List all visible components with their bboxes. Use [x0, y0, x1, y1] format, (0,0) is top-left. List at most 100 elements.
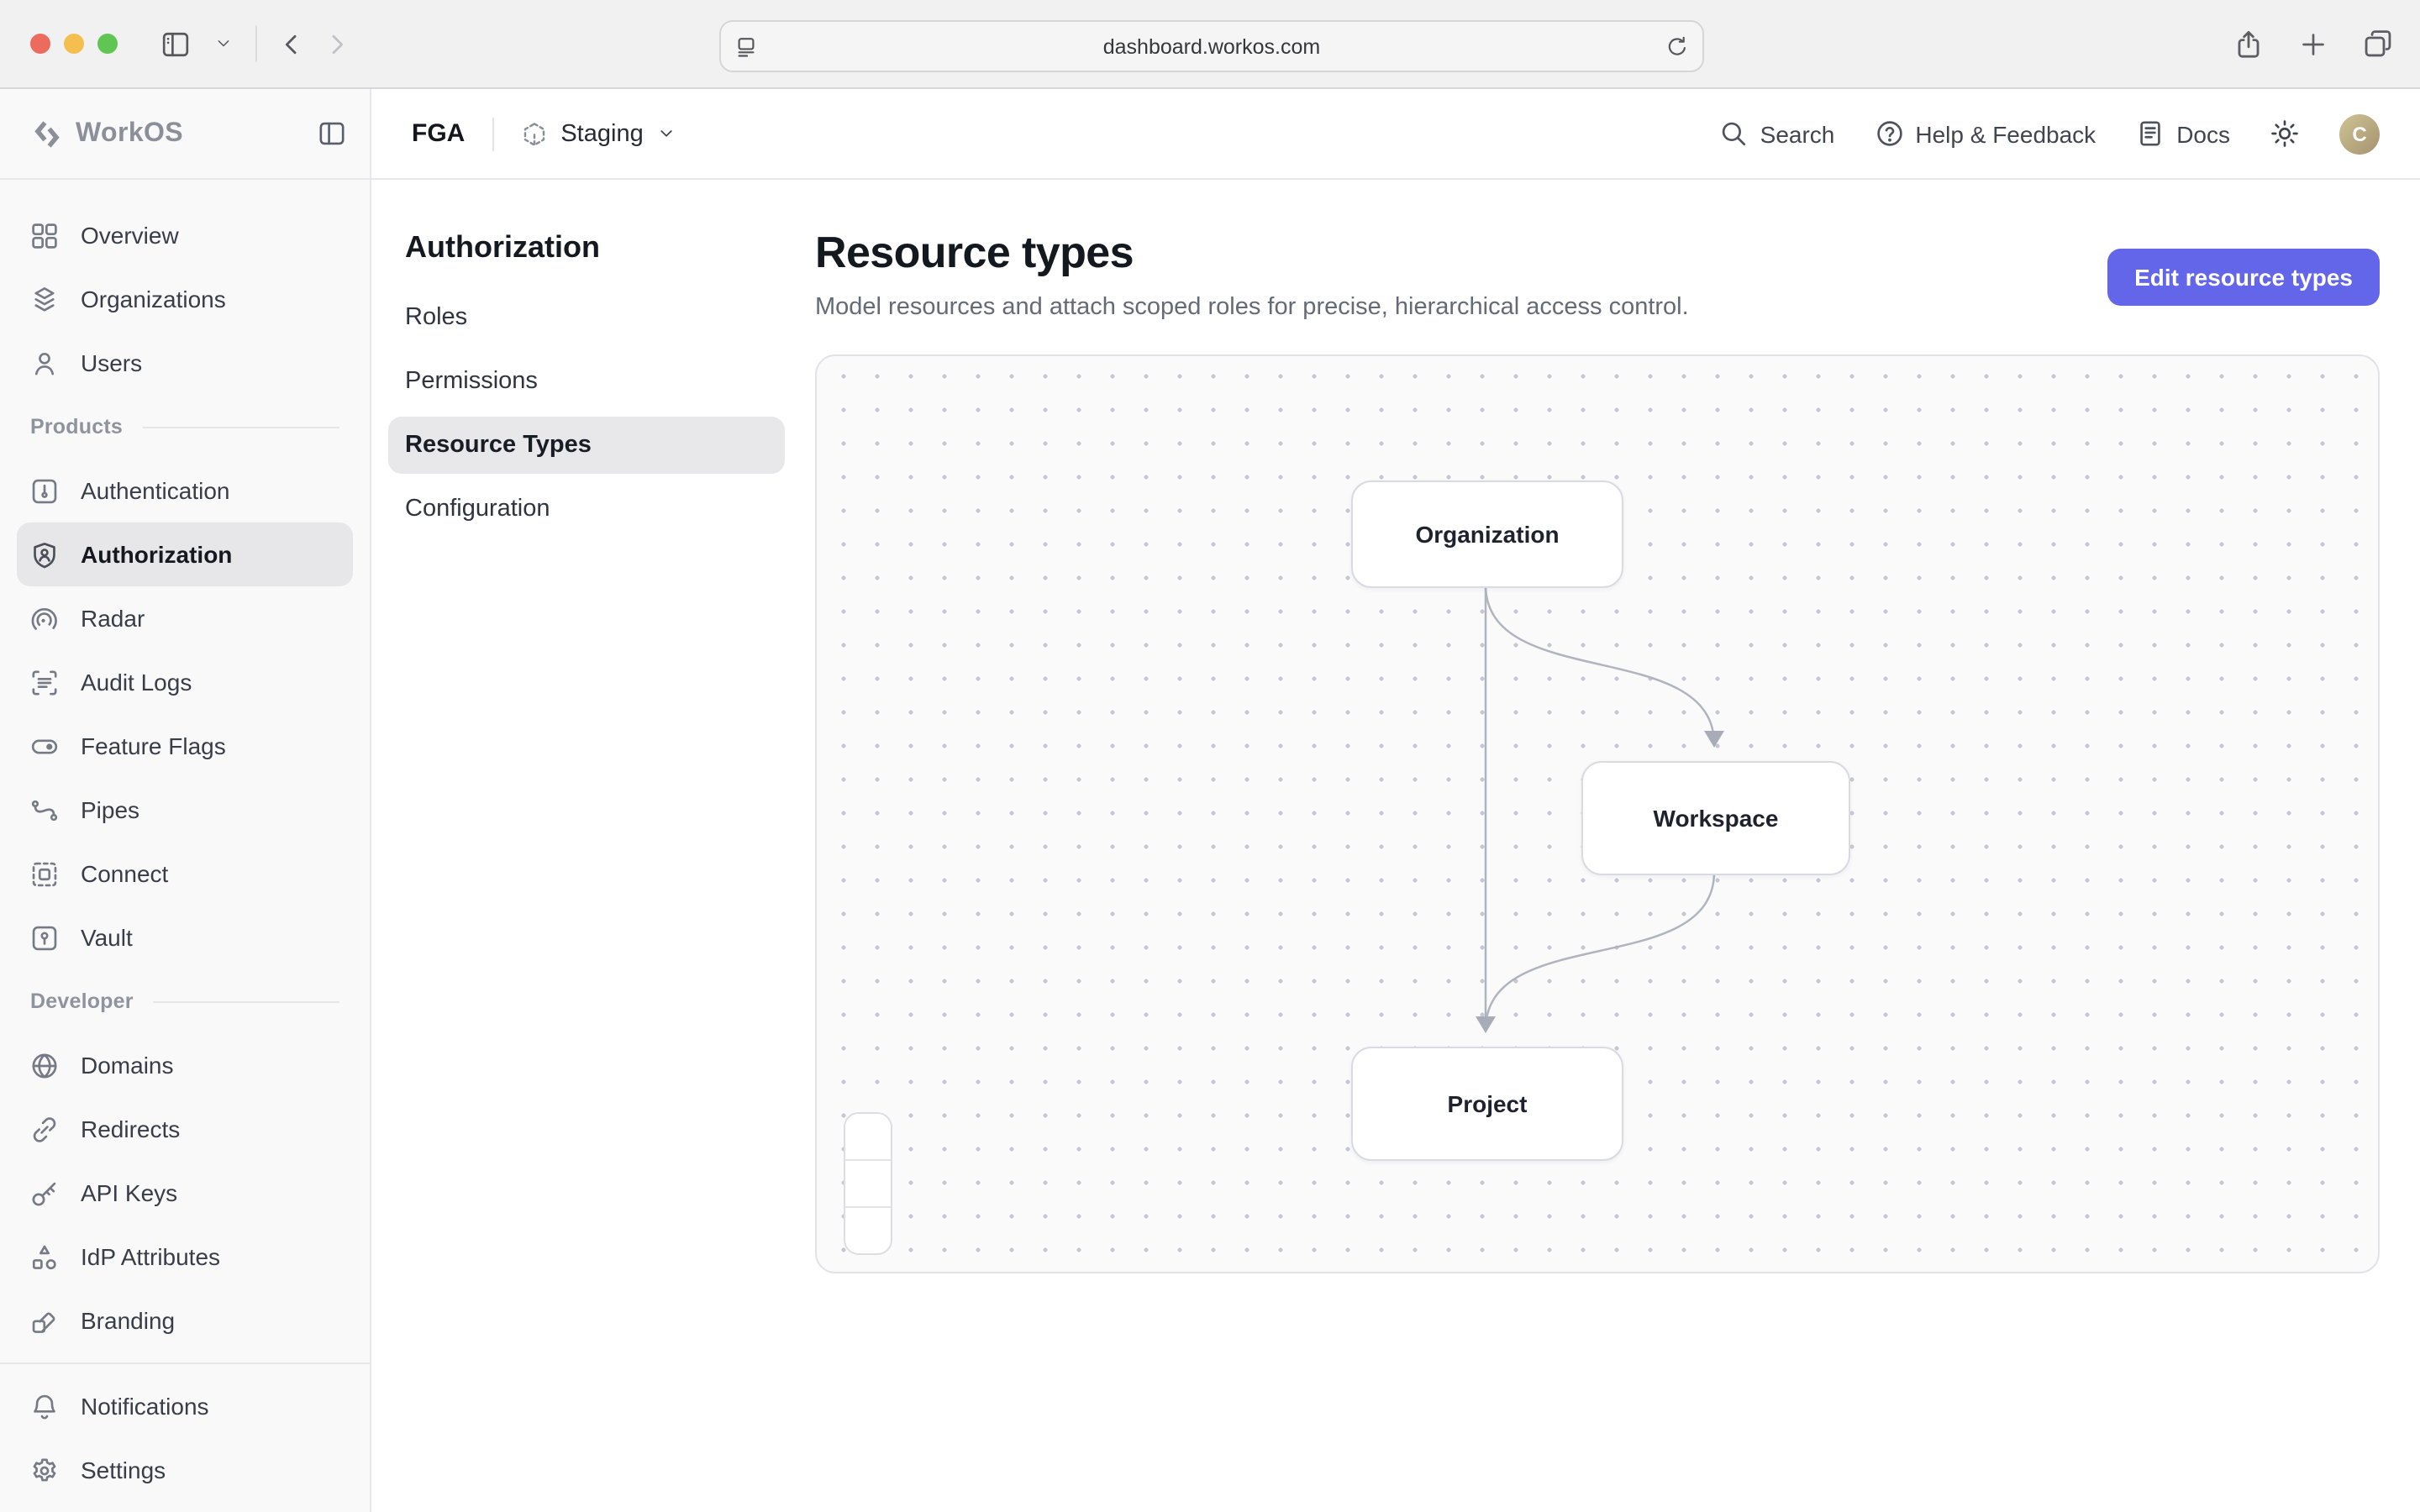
vault-icon	[30, 923, 59, 952]
zoom-window-button[interactable]	[97, 34, 118, 54]
docs-icon	[2136, 119, 2165, 148]
toggle-icon	[30, 732, 59, 760]
shapes-icon	[30, 1242, 59, 1271]
sidebar-item-idp-attributes[interactable]: IdP Attributes	[0, 1225, 370, 1289]
sidebar-item-label: Authentication	[81, 477, 230, 504]
chevron-down-icon	[657, 124, 676, 143]
environment-cube-icon	[520, 120, 547, 147]
environment-selector[interactable]: Staging	[520, 120, 675, 147]
sidebar-item-settings[interactable]: Settings	[0, 1438, 370, 1502]
sidebar-item-radar[interactable]: Radar	[0, 586, 370, 650]
shield-user-icon	[30, 540, 59, 569]
environment-name: Staging	[560, 120, 644, 147]
project-name: FGA	[412, 119, 466, 148]
node-workspace[interactable]: Workspace	[1581, 761, 1850, 875]
header-action-label: Docs	[2176, 120, 2230, 147]
subnav-item-configuration[interactable]: Configuration	[405, 496, 550, 522]
user-icon	[30, 349, 59, 377]
sidebar-section-developer: Developer	[0, 969, 370, 1033]
sidebar-item-domains[interactable]: Domains	[0, 1033, 370, 1097]
sidebar-item-audit-logs[interactable]: Audit Logs	[0, 650, 370, 714]
sidebar-item-organizations[interactable]: Organizations	[0, 267, 370, 331]
edit-resource-types-button[interactable]: Edit resource types	[2107, 249, 2380, 306]
chrome-divider	[255, 25, 257, 62]
diagram-edges	[1476, 584, 1724, 1033]
sidebar-item-authorization[interactable]: Authorization	[17, 522, 353, 586]
subnav-item-roles[interactable]: Roles	[405, 304, 468, 331]
node-project[interactable]: Project	[1351, 1047, 1623, 1161]
back-button[interactable]	[281, 31, 302, 56]
sidebar-item-label: Settings	[81, 1457, 166, 1483]
sidebar-item-vault[interactable]: Vault	[0, 906, 370, 969]
node-organization[interactable]: Organization	[1351, 480, 1623, 588]
workos-logo-icon	[30, 117, 64, 150]
scan-lines-icon	[30, 668, 59, 696]
sidebar-item-label: Notifications	[81, 1393, 209, 1420]
help-icon	[1875, 119, 1903, 148]
key-icon	[30, 1179, 59, 1207]
globe-icon	[30, 1051, 59, 1079]
sidebar-item-feature-flags[interactable]: Feature Flags	[0, 714, 370, 778]
sidebar-item-redirects[interactable]: Redirects	[0, 1097, 370, 1161]
sidebar-item-connect[interactable]: Connect	[0, 842, 370, 906]
swatches-icon	[30, 1306, 59, 1335]
new-tab-icon[interactable]	[2299, 29, 2328, 58]
tab-overview-icon[interactable]	[2363, 29, 2393, 59]
pipes-icon	[30, 795, 59, 824]
sidebar-item-label: Organizations	[81, 286, 226, 312]
share-icon[interactable]	[2233, 28, 2264, 60]
header-divider	[492, 117, 494, 150]
resource-types-page: Resource types Model resources and attac…	[781, 180, 2420, 1512]
sidebar-item-label: Users	[81, 349, 143, 376]
sidebar-item-overview[interactable]: Overview	[0, 203, 370, 267]
sidebar-collapse-icon[interactable]	[318, 119, 346, 148]
sidebar-item-authentication[interactable]: Authentication	[0, 459, 370, 522]
header-action-help-feedback[interactable]: Help & Feedback	[1875, 119, 2096, 148]
reload-icon[interactable]	[1652, 34, 1702, 58]
theme-toggle-icon[interactable]	[2270, 119, 2299, 148]
sidebar-item-label: API Keys	[81, 1179, 178, 1206]
sidebar-chevron-down-icon[interactable]	[215, 35, 232, 52]
sidebar-item-pipes[interactable]: Pipes	[0, 778, 370, 842]
avatar[interactable]: C	[2339, 113, 2380, 154]
subnav-item-resource-types[interactable]: Resource Types	[388, 417, 785, 474]
workos-logo[interactable]: WorkOS	[30, 117, 318, 150]
subnav-item-permissions[interactable]: Permissions	[405, 368, 538, 395]
sidebar-item-users[interactable]: Users	[0, 331, 370, 395]
grid-icon	[30, 221, 59, 249]
sidebar-item-api-keys[interactable]: API Keys	[0, 1161, 370, 1225]
sidebar-section-products: Products	[0, 395, 370, 459]
sidebar-item-label: Connect	[81, 860, 169, 887]
header-action-docs[interactable]: Docs	[2136, 119, 2230, 148]
link-icon	[30, 1115, 59, 1143]
sidebar-item-label: Authorization	[81, 541, 233, 568]
sidebar-item-notifications[interactable]: Notifications	[0, 1374, 370, 1438]
reader-view-icon[interactable]	[721, 34, 771, 58]
sidebar-item-label: IdP Attributes	[81, 1243, 221, 1270]
close-window-button[interactable]	[30, 34, 50, 54]
minimize-window-button[interactable]	[64, 34, 84, 54]
sidebar-item-label: Radar	[81, 605, 145, 632]
sidebar-divider	[0, 1362, 370, 1364]
sidebar-item-branding[interactable]: Branding	[0, 1289, 370, 1352]
search-icon	[1720, 119, 1749, 148]
sidebar-item-label: Audit Logs	[81, 669, 192, 696]
lock-panel-icon	[30, 476, 59, 505]
browser-sidebar-icon[interactable]	[160, 29, 192, 58]
address-bar[interactable]: dashboard.workos.com	[719, 20, 1704, 72]
sidebar-item-label: Redirects	[81, 1116, 181, 1142]
layers-icon	[30, 285, 59, 313]
bell-icon	[30, 1392, 59, 1420]
sidebar-item-label: Branding	[81, 1307, 176, 1334]
header-action-search[interactable]: Search	[1720, 119, 1834, 148]
forward-button[interactable]	[326, 31, 348, 56]
sidebar-item-label: Feature Flags	[81, 732, 226, 759]
fit-view-button[interactable]	[845, 1206, 891, 1253]
gear-icon	[30, 1456, 59, 1484]
zoom-out-button[interactable]	[845, 1159, 891, 1206]
sidebar-item-label: Vault	[81, 924, 133, 951]
zoom-in-button[interactable]	[845, 1114, 891, 1159]
